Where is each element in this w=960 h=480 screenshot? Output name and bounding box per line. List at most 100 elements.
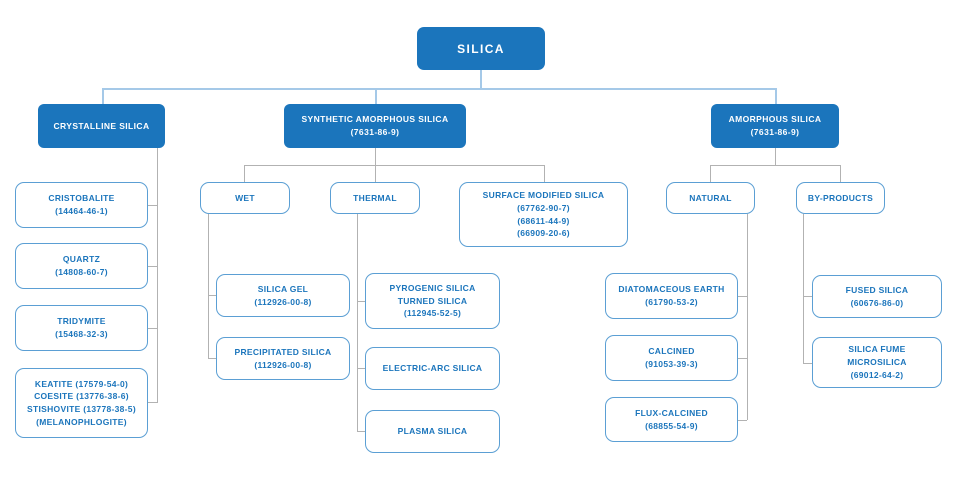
node-silica-gel: SILICA GEL (112926-00-8) [216,274,350,317]
connector-line [208,214,209,358]
connector-line [375,165,376,182]
node-line: TURNED SILICA [397,295,468,306]
node-line: STISHOVITE (13778-38-5) [27,404,136,414]
node-diatomaceous-earth: DIATOMACEOUS EARTH (61790-53-2) [605,273,738,319]
node-silica-fume-microsilica: SILICA FUME MICROSILICA (69012-64-2) [812,337,942,388]
node-wet: WET [200,182,290,214]
node-line: (69012-64-2) [850,369,904,380]
node-crystalline-silica: CRYSTALLINE SILICA [38,104,165,148]
node-cas: (15468-32-3) [55,329,108,339]
node-pyrogenic-silica: PYROGENIC SILICA TURNED SILICA (112945-5… [365,273,500,329]
connector-line [244,165,544,166]
node-calcined: CALCINED (91053-39-3) [605,335,738,381]
node-electric-arc-silica: ELECTRIC-ARC SILICA [365,347,500,390]
connector-line [803,296,812,297]
node-cas: (14464-46-1) [55,206,108,216]
node-title: PRECIPITATED SILICA [234,346,332,357]
node-keatite-coesite-stishovite: KEATITE (17579-54-0) COESITE (13776-38-6… [15,368,148,438]
node-line: COESITE (13776-38-6) [34,391,129,402]
node-title: BY-PRODUCTS [807,192,874,203]
connector-line [803,363,812,364]
connector-line [840,165,841,182]
connector-line [738,296,747,297]
connector-line [803,214,804,363]
node-line: (MELANOPHLOGITE) [36,416,127,427]
connector-line [710,165,711,182]
node-line: MICROSILICA [847,357,907,368]
node-quartz: QUARTZ (14808-60-7) [15,243,148,289]
node-line: SURFACE MODIFIED SILICA [482,190,605,200]
connector-line [148,402,157,403]
node-line: (68611-44-9) [517,215,570,226]
node-by-products: BY-PRODUCTS [796,182,885,214]
node-title: ELECTRIC-ARC SILICA [382,363,483,374]
connector-line [775,88,777,104]
node-amorphous-silica: AMORPHOUS SILICA (7631-86-9) [711,104,839,148]
node-title: WET [235,192,255,203]
node-title: QUARTZ [62,254,101,265]
node-line: SILICA FUME [848,344,906,355]
node-title: CALCINED [648,346,695,357]
node-cas: (7631-86-9) [750,127,800,137]
node-cas: (7631-86-9) [350,127,400,137]
node-cristobalite: CRISTOBALITE (14464-46-1) [15,182,148,228]
connector-line [747,214,748,420]
node-thermal: THERMAL [330,182,420,214]
node-cas: (112926-00-8) [254,359,312,370]
node-title: THERMAL [353,192,397,203]
node-cas: (14808-60-7) [55,267,108,277]
node-line: (66909-20-6) [517,228,570,239]
node-cas: (60676-86-0) [850,297,904,308]
node-natural: NATURAL [666,182,755,214]
connector-line [357,431,365,432]
node-title: AMORPHOUS SILICA [728,114,822,125]
connector-line [102,88,775,90]
node-tridymite: TRIDYMITE (15468-32-3) [15,305,148,351]
node-line: PYROGENIC SILICA [389,282,476,293]
node-title: SYNTHETIC AMORPHOUS SILICA [301,114,449,125]
node-title: SILICA GEL [257,283,309,294]
node-synthetic-amorphous-silica: SYNTHETIC AMORPHOUS SILICA (7631-86-9) [284,104,466,148]
node-cas: (112926-00-8) [254,296,312,307]
connector-line [375,88,377,104]
node-line: KEATITE (17579-54-0) [34,378,129,389]
node-surface-modified-silica: SURFACE MODIFIED SILICA (67762-90-7) (68… [459,182,628,247]
node-precipitated-silica: PRECIPITATED SILICA (112926-00-8) [216,337,350,380]
node-cas: (61790-53-2) [645,297,698,307]
node-line: (112945-52-5) [403,308,462,319]
connector-line [738,358,747,359]
connector-line [375,148,376,165]
connector-line [357,368,365,369]
connector-line [157,148,158,403]
node-plasma-silica: PLASMA SILICA [365,410,500,453]
node-title: FLUX-CALCINED [635,407,708,418]
connector-line [480,70,482,88]
node-title: TRIDYMITE [57,316,106,327]
connector-line [148,205,157,206]
node-silica: SILICA [417,27,545,70]
connector-line [208,295,216,296]
connector-line [244,165,245,182]
connector-line [208,358,216,359]
connector-line [148,328,157,329]
node-cas: (68855-54-9) [645,420,698,431]
connector-line [102,88,104,104]
connector-line [148,266,157,267]
node-title: PLASMA SILICA [397,426,468,437]
connector-line [357,301,365,302]
node-title: CRISTOBALITE [48,193,115,204]
node-line: (67762-90-7) [517,202,570,213]
connector-line [357,214,358,431]
connector-line [738,420,747,421]
node-title: CRYSTALLINE SILICA [53,120,150,131]
node-title: FUSED SILICA [845,284,909,295]
node-title: DIATOMACEOUS EARTH [618,284,725,295]
connector-line [775,148,776,165]
connector-line [544,165,545,182]
node-flux-calcined: FLUX-CALCINED (68855-54-9) [605,397,738,442]
node-cas: (91053-39-3) [645,359,698,369]
node-fused-silica: FUSED SILICA (60676-86-0) [812,275,942,318]
connector-line [710,165,840,166]
node-title: NATURAL [689,192,732,203]
